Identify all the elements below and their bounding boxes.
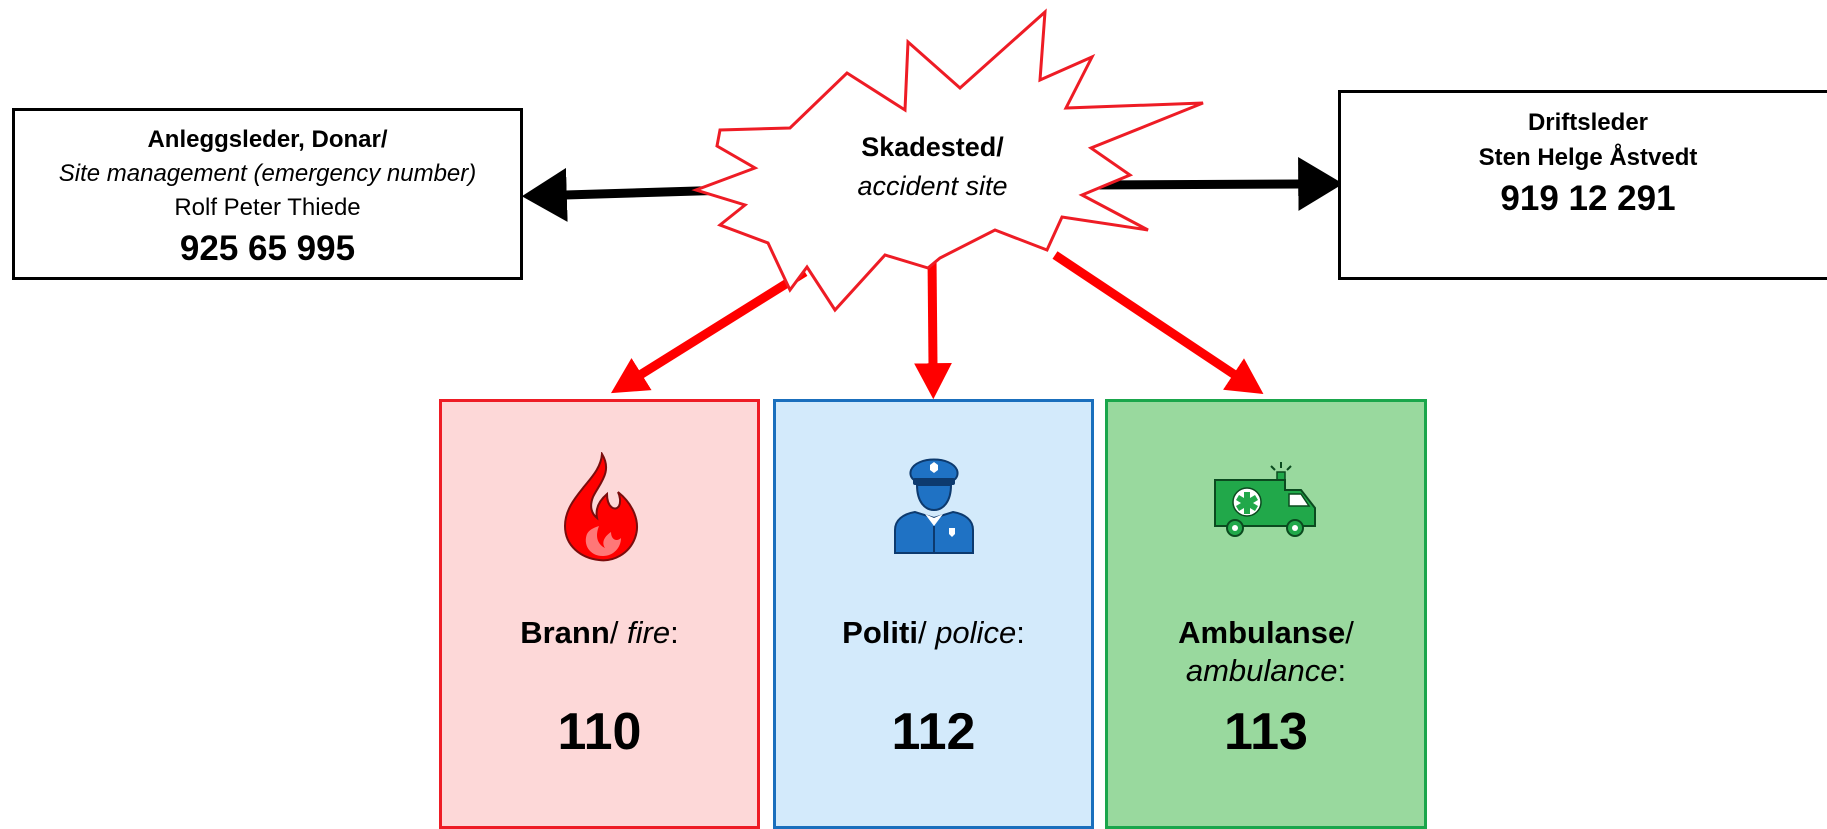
arrow-to-ambulance (1052, 251, 1264, 394)
arrow-to-operations-manager (1084, 157, 1344, 212)
police-number: 112 (891, 703, 976, 761)
ambulance-label-en: ambulance (1185, 653, 1338, 688)
police-label-en: police (935, 615, 1017, 650)
accident-burst-shape (691, 8, 1204, 313)
police-service-box: Politi/ police: 112 (773, 399, 1094, 829)
ambulance-label-no: Ambulanse (1178, 615, 1346, 650)
accident-site-title: Skadested/ (861, 132, 1004, 162)
fire-number: 110 (557, 703, 642, 761)
site-manager-box: Anleggsleder, Donar/ Site management (em… (12, 108, 523, 280)
site-manager-subtitle: Site management (emergency number) (58, 160, 477, 187)
site-manager-name: Rolf Peter Thiede (174, 194, 361, 221)
police-label-no: Politi (842, 615, 918, 650)
fire-label-en: fire (627, 615, 671, 650)
ambulance-label: Ambulanse/ ambulance: (1178, 615, 1354, 688)
accident-site-subtitle: accident site (857, 171, 1008, 201)
site-manager-title: Anleggsleder, Donar/ (147, 126, 388, 153)
fire-label: Brann/ fire: (520, 615, 679, 650)
police-label: Politi/ police: (842, 615, 1025, 650)
fire-label-no: Brann (520, 615, 610, 650)
operations-manager-box: Driftsleder Sten Helge Åstvedt 919 12 29… (1338, 90, 1827, 280)
fire-service-box: Brann/ fire: 110 (439, 399, 760, 829)
police-officer-icon (776, 450, 1091, 560)
operations-manager-name: Sten Helge Åstvedt (1478, 144, 1698, 171)
site-manager-phone: 925 65 995 (179, 229, 356, 268)
ambulance-icon (1108, 460, 1424, 570)
ambulance-number: 113 (1224, 703, 1308, 761)
operations-manager-phone: 919 12 291 (1500, 179, 1676, 218)
ambulance-service-box: Ambulanse/ ambulance: 113 (1105, 399, 1427, 829)
accident-site-label: Skadested/ accident site (810, 128, 1055, 206)
arrow-to-fire (610, 268, 808, 394)
fire-icon (442, 452, 757, 562)
arrow-to-police (914, 257, 952, 400)
operations-manager-title: Driftsleder (1527, 109, 1649, 136)
